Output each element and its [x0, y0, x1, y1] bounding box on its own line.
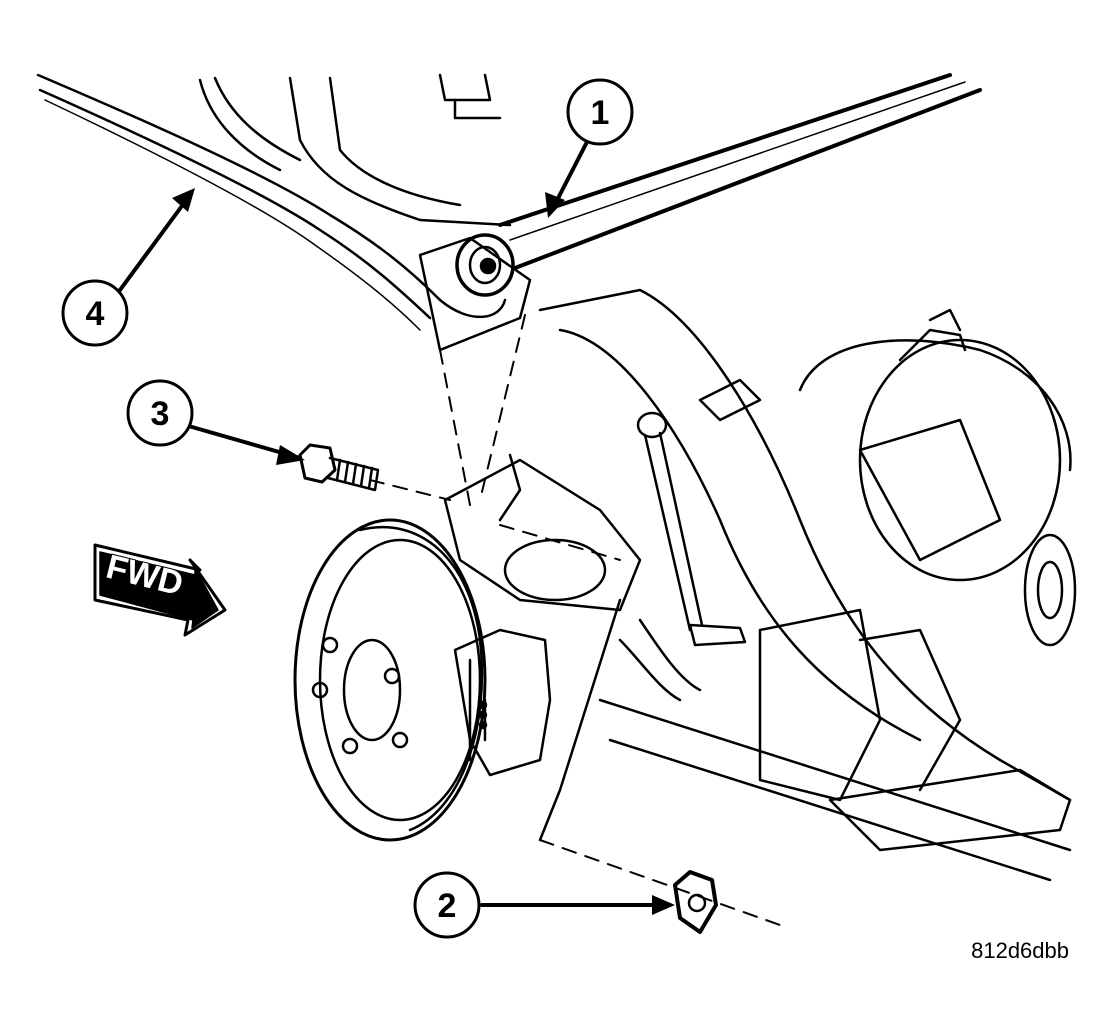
callout-leaders: [118, 138, 672, 907]
arrowhead-2: [652, 895, 675, 915]
stabilizer-bar: [455, 73, 982, 297]
assembly-lines: [369, 314, 781, 926]
callout-circle-1: [566, 78, 634, 146]
callout-number-2: 2: [438, 887, 457, 925]
bushing-clamp: [418, 236, 532, 352]
brake-caliper: [453, 628, 552, 777]
frame-rail: [36, 73, 512, 331]
callout-circle-3: [126, 379, 194, 447]
callout-number-4: 4: [86, 295, 105, 333]
arrowhead-1: [545, 192, 565, 218]
arrowhead-3: [276, 445, 305, 465]
nut: [673, 870, 718, 934]
stabilizer-link: [636, 411, 747, 647]
fwd-arrow: [93, 543, 227, 637]
shock-absorber: [618, 378, 762, 702]
axle-housing: [538, 288, 1072, 882]
differential: [798, 308, 1077, 647]
callout-arrowheads: [172, 188, 675, 915]
callout-circle-2: [413, 871, 481, 939]
bolt: [298, 443, 380, 492]
callout-number-3: 3: [151, 395, 170, 433]
arrowhead-4: [172, 188, 195, 212]
callout-leader-4: [118, 193, 192, 292]
brake-drum: [293, 518, 487, 842]
figure-id: 812d6dbb: [971, 938, 1069, 963]
callout-circle-4: [61, 279, 129, 347]
callout-number-1: 1: [591, 94, 610, 132]
spring-seat: [443, 453, 642, 842]
